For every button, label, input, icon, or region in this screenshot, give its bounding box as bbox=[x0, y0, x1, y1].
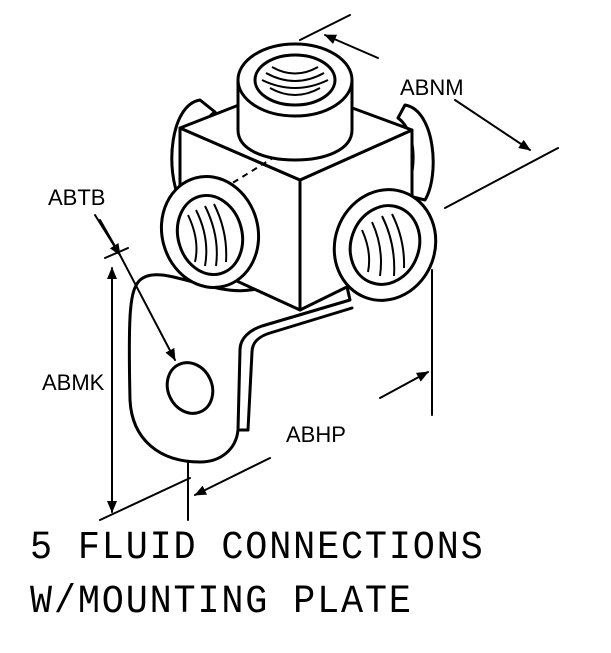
left-port bbox=[159, 174, 261, 290]
caption-line-2: W/MOUNTING PLATE bbox=[30, 580, 413, 625]
abhp-dimension: ABHP bbox=[187, 269, 433, 521]
abtb-dimension: ABTB bbox=[48, 185, 176, 361]
right-port bbox=[332, 188, 438, 302]
abhp-label: ABHP bbox=[286, 422, 346, 447]
mounting-hole bbox=[165, 361, 215, 415]
top-port bbox=[236, 42, 354, 162]
abnm-dimension: ABNM bbox=[299, 14, 559, 209]
abnm-label: ABNM bbox=[400, 75, 464, 100]
abmk-label: ABMK bbox=[42, 370, 105, 395]
abtb-label: ABTB bbox=[48, 185, 105, 210]
mounting-plate bbox=[127, 273, 354, 464]
caption-line-1: 5 FLUID CONNECTIONS bbox=[30, 526, 485, 571]
abmk-dimension: ABMK bbox=[42, 247, 191, 521]
